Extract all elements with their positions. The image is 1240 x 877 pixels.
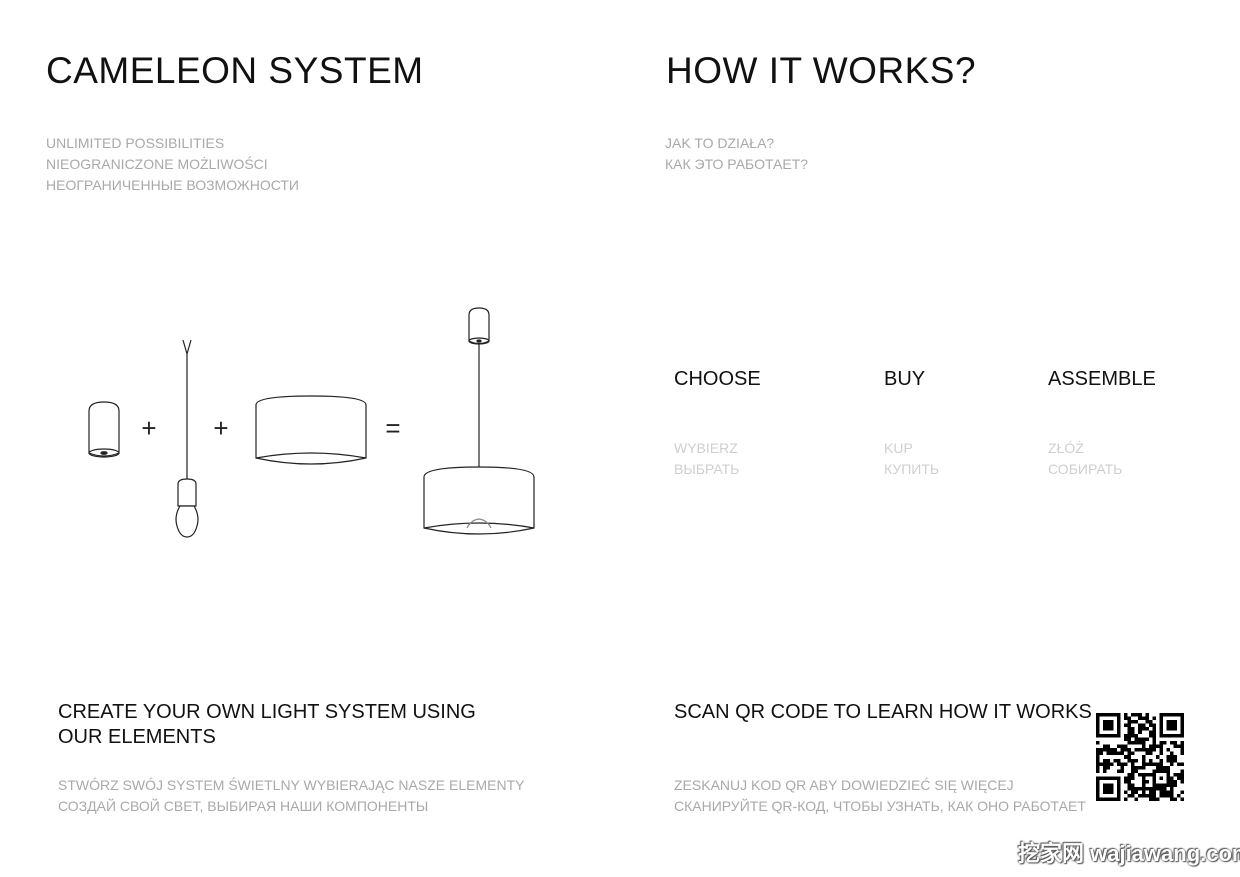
heading-line: CREATE YOUR OWN LIGHT SYSTEM USING xyxy=(58,701,476,723)
step-label-pl: WYBIERZ xyxy=(674,440,738,456)
subtitle-ru: КАК ЭТО РАБОТАЕТ? xyxy=(665,156,809,172)
subtitle-ru: СОЗДАЙ СВОЙ СВЕТ, ВЫБИРАЯ НАШИ КОМПОНЕНТ… xyxy=(58,798,429,814)
subtitle-pl: STWÓRZ SWÓJ SYSTEM ŚWIETLNY WYBIERAJĄC N… xyxy=(58,777,525,793)
step-label: CHOOSE xyxy=(674,368,761,390)
left-subtitle: UNLIMITED POSSIBILITIES NIEOGRANICZONE M… xyxy=(46,133,299,196)
qr-heading: SCAN QR CODE TO LEARN HOW IT WORKS xyxy=(674,701,1092,723)
create-system-subtitle: STWÓRZ SWÓJ SYSTEM ŚWIETLNY WYBIERAJĄC N… xyxy=(58,775,524,817)
step-assemble: ASSEMBLE ZŁÓŻ СОБИРАТЬ xyxy=(1048,368,1156,480)
watermark: 挖家网 wajiawang.com xyxy=(1018,841,1240,866)
subtitle-ru: НЕОГРАНИЧЕННЫЕ ВОЗМОЖНОСТИ xyxy=(46,177,299,193)
step-label-ru: КУПИТЬ xyxy=(884,461,940,477)
subtitle-ru: СКАНИРУЙТЕ QR-КОД, ЧТОБЫ УЗНАТЬ, КАК ОНО… xyxy=(674,798,1086,814)
lampshade-icon xyxy=(255,395,367,465)
step-buy: BUY KUP КУПИТЬ xyxy=(884,368,939,480)
step-choose: CHOOSE WYBIERZ ВЫБРАТЬ xyxy=(674,368,761,480)
lamp-equation-illustration: + + = xyxy=(88,307,535,538)
create-system-heading: CREATE YOUR OWN LIGHT SYSTEM USING OUR E… xyxy=(58,700,476,750)
step-label: ASSEMBLE xyxy=(1048,368,1156,390)
page-title-left: CAMELEON SYSTEM xyxy=(46,50,424,91)
qr-subtitle: ZESKANUJ KOD QR ABY DOWIEDZIEĆ SIĘ WIĘCE… xyxy=(674,775,1086,817)
step-label: BUY xyxy=(884,368,926,390)
plus-sign: + xyxy=(213,413,228,443)
step-label-pl: KUP xyxy=(884,440,913,456)
subtitle-pl: NIEOGRANICZONE MOŻLIWOŚCI xyxy=(46,156,268,172)
plus-sign: + xyxy=(141,413,156,443)
equals-sign: = xyxy=(385,413,400,443)
assembled-pendant-lamp-icon xyxy=(423,307,535,535)
step-label-ru: ВЫБРАТЬ xyxy=(674,461,740,477)
subtitle-en: UNLIMITED POSSIBILITIES xyxy=(46,135,225,151)
subtitle-pl: JAK TO DZIAŁA? xyxy=(665,135,775,151)
right-subtitle: JAK TO DZIAŁA? КАК ЭТО РАБОТАЕТ? xyxy=(665,133,808,175)
canopy-icon xyxy=(88,401,120,458)
heading-line: OUR ELEMENTS xyxy=(58,726,216,748)
step-label-ru: СОБИРАТЬ xyxy=(1048,461,1123,477)
qr-code-icon[interactable] xyxy=(1096,713,1184,801)
subtitle-pl: ZESKANUJ KOD QR ABY DOWIEDZIEĆ SIĘ WIĘCE… xyxy=(674,777,1014,793)
step-label-pl: ZŁÓŻ xyxy=(1048,440,1084,456)
page-title-right: HOW IT WORKS? xyxy=(666,50,977,91)
cable-socket-bulb-icon xyxy=(175,339,199,538)
